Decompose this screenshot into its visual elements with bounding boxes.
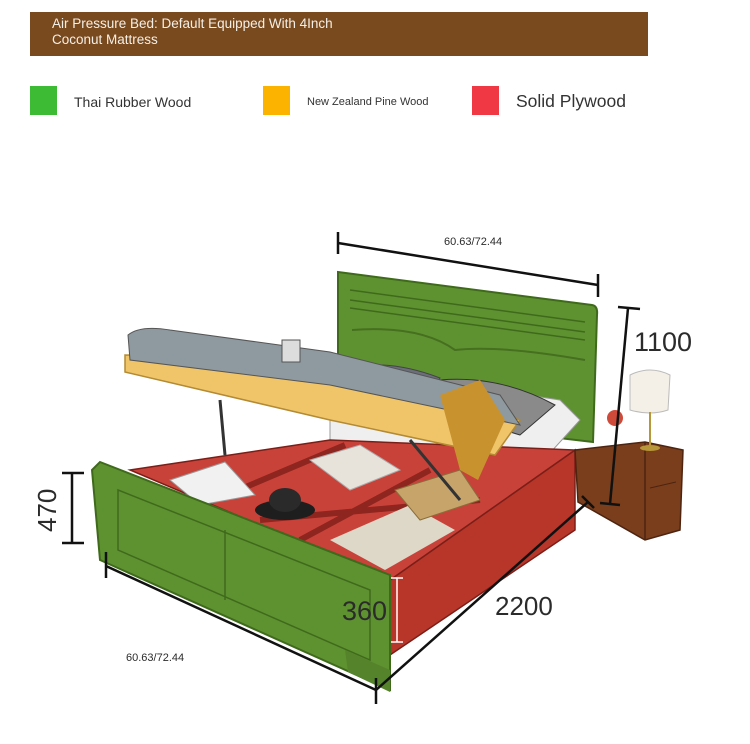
photo-frame xyxy=(281,339,301,363)
storage-depth-line xyxy=(391,577,403,643)
dimension-lines xyxy=(62,232,641,704)
throw-blanket xyxy=(440,380,505,480)
legend-label: Solid Plywood xyxy=(516,91,626,111)
stored-pillow xyxy=(308,444,402,491)
footboard xyxy=(90,460,391,692)
banner-title: Air Pressure Bed: Default Equipped With … xyxy=(52,16,333,47)
stored-blanket xyxy=(330,505,455,570)
footboard-height-label: 470 xyxy=(32,488,62,532)
stored-basket xyxy=(394,469,481,521)
bed-length-label: 2200 xyxy=(495,591,553,621)
gas-strut xyxy=(218,399,462,501)
legend-label: New Zealand Pine Wood xyxy=(307,96,429,108)
footboard-width-label: 60.63/72.44 xyxy=(126,652,185,664)
legend-label: Thai Rubber Wood xyxy=(74,94,192,110)
footboard-leg xyxy=(345,650,390,692)
legend-swatch-green xyxy=(30,86,57,115)
legend-swatch-yellow xyxy=(263,86,290,115)
plant xyxy=(607,410,623,426)
footboard-panel xyxy=(117,488,371,662)
lamp-shade xyxy=(629,369,671,414)
headboard-grooves xyxy=(349,289,586,341)
legend-swatch-red xyxy=(472,86,499,115)
headboard-height-label: 1100 xyxy=(634,327,693,357)
nightstand xyxy=(574,441,684,541)
title-banner: Air Pressure Bed: Default Equipped With … xyxy=(30,12,648,56)
headboard-width-label: 60.63/72.44 xyxy=(444,236,503,248)
storage-depth-label: 360 xyxy=(342,596,388,626)
headboard-arch xyxy=(351,328,586,361)
